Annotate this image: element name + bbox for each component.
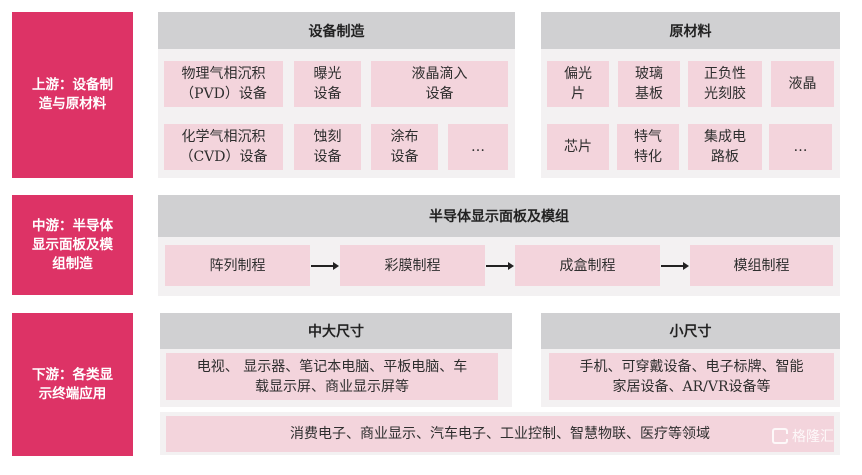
- material-item: 特气 特化: [617, 124, 679, 170]
- equipment-item: 化学气相沉积 （CVD）设备: [164, 124, 283, 170]
- equipment-item: 曝光 设备: [294, 61, 361, 107]
- stage-midstream: 中游：半导体 显示面板及模 组制造: [12, 195, 133, 295]
- equipment-item: 蚀刻 设备: [294, 124, 361, 170]
- large-size-header: 中大尺寸: [160, 313, 512, 349]
- equipment-item-more: …: [448, 124, 508, 170]
- material-item: 集成电 路板: [688, 124, 762, 170]
- watermark-logo-icon: [772, 428, 788, 444]
- material-item: 正负性 光刻胶: [688, 61, 762, 107]
- equipment-header: 设备制造: [158, 12, 515, 49]
- watermark: 格隆汇: [772, 426, 834, 446]
- materials-header: 原材料: [541, 12, 840, 49]
- material-item: 偏光 片: [547, 61, 609, 107]
- equipment-item: 涂布 设备: [371, 124, 438, 170]
- material-item: 液晶: [771, 61, 834, 107]
- stage-upstream: 上游：设备制 造与原材料: [12, 12, 133, 178]
- process-step-module: 模组制程: [690, 245, 833, 286]
- arrow-right-icon: [661, 262, 689, 270]
- small-size-desc: 手机、可穿戴设备、电子标牌、智能 家居设备、AR/VR设备等: [549, 353, 834, 400]
- equipment-item: 物理气相沉积 （PVD）设备: [164, 61, 283, 107]
- panel-module-header: 半导体显示面板及模组: [158, 195, 840, 237]
- stage-downstream: 下游：各类显 示终端应用: [12, 313, 133, 456]
- arrow-right-icon: [486, 262, 514, 270]
- process-step-array: 阵列制程: [165, 245, 310, 286]
- process-step-cell: 成盒制程: [515, 245, 660, 286]
- application-fields: 消费电子、商业显示、汽车电子、工业控制、智慧物联、医疗等领域: [166, 416, 834, 452]
- watermark-text: 格隆汇: [792, 429, 834, 445]
- large-size-desc: 电视、 显示器、笔记本电脑、平板电脑、车 载显示屏、商业显示屏等: [166, 353, 498, 400]
- small-size-header: 小尺寸: [541, 313, 840, 349]
- material-item-more: …: [769, 124, 832, 170]
- process-step-color-filter: 彩膜制程: [340, 245, 485, 286]
- arrow-right-icon: [311, 262, 339, 270]
- equipment-item: 液晶滴入 设备: [371, 61, 508, 107]
- material-item: 玻璃 基板: [618, 61, 680, 107]
- material-item: 芯片: [547, 124, 609, 170]
